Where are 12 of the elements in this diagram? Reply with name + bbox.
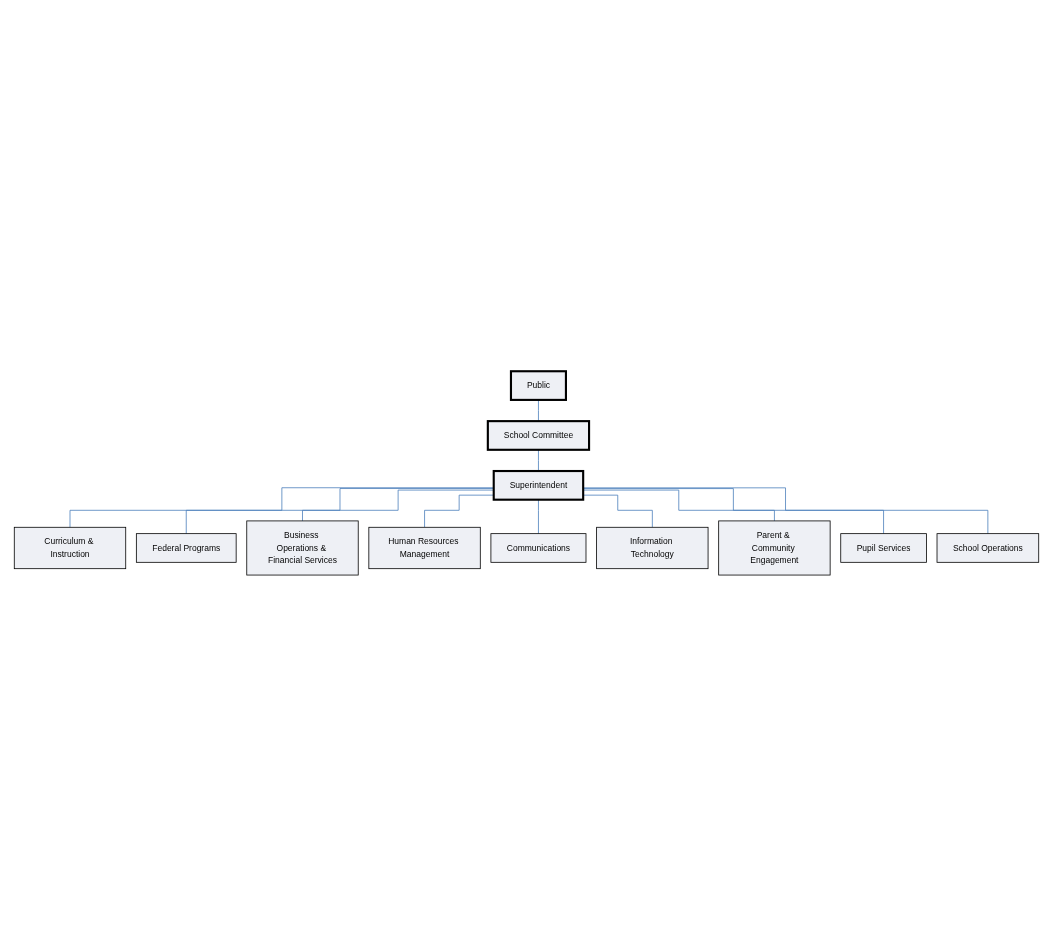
node-box: School Committee — [486, 420, 591, 452]
node-box: Parent & Community Engagement — [718, 520, 831, 576]
node-box: Public — [509, 370, 567, 402]
node-box: Curriculum & Instruction — [13, 527, 127, 570]
node-box: Information Technology — [596, 527, 709, 570]
node-box: School Operations — [936, 533, 1040, 564]
node-box: Superintendent — [492, 470, 585, 502]
node-box: Federal Programs — [135, 533, 237, 564]
node-box: Human Resources Management — [368, 527, 481, 570]
node-box: Pupil Services — [840, 533, 927, 564]
node-box: Business Operations & Financial Services — [246, 520, 359, 576]
node-box: Communications — [490, 533, 587, 564]
